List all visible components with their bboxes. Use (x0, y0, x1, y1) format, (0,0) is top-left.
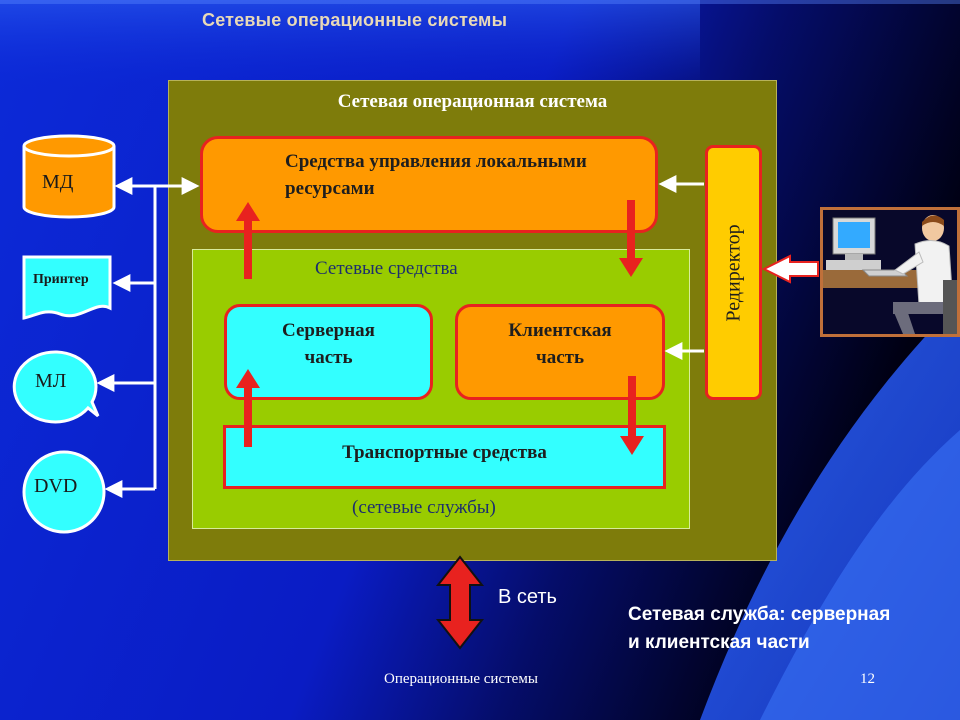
arrow-client-to-transport (620, 376, 644, 455)
local-resources-label: Средства управления локальными ресурсами (285, 151, 587, 199)
transport-box: Транспортные средства (223, 425, 666, 489)
local-resources-box: Средства управления локальными ресурсами (200, 136, 658, 233)
caption-line1: Сетевая служба: серверная (628, 604, 891, 625)
printer-label: Принтер (33, 272, 89, 287)
user-at-computer-icon (823, 210, 957, 334)
to-network-label: В сеть (498, 586, 557, 608)
caption: Сетевая служба: серверная и клиентская ч… (628, 601, 890, 657)
disk-label: МД (42, 171, 74, 193)
client-part-line1: Клиентская (508, 320, 612, 341)
user-picture-frame (820, 207, 960, 337)
slide-title: Сетевые операционные системы (202, 10, 508, 30)
network-means-label: Сетевые средства (315, 258, 458, 279)
tape-icon (12, 350, 100, 424)
footer-label: Операционные системы (384, 671, 538, 687)
tape-label: МЛ (35, 370, 67, 392)
dvd-label: DVD (34, 475, 78, 497)
user-to-redirector-arrow (761, 254, 819, 284)
dvd-icon (22, 450, 106, 534)
arrow-transport-to-server (236, 369, 260, 447)
client-part-label: Клиентская часть (458, 317, 662, 371)
caption-line2: и клиентская части (628, 632, 810, 653)
transport-label: Транспортные средства (342, 442, 547, 463)
client-part-line2: часть (535, 347, 585, 368)
printer-icon (22, 255, 112, 320)
network-services-label: (сетевые службы) (352, 497, 496, 518)
device-connectors (96, 177, 200, 498)
server-part-box: Серверная часть (224, 304, 433, 400)
disk-icon (22, 134, 116, 219)
server-part-line2: часть (304, 347, 353, 368)
server-part-label: Серверная часть (227, 317, 430, 371)
server-part-line1: Серверная (282, 320, 375, 341)
arrow-server-to-local (236, 202, 260, 279)
to-network-double-arrow (435, 555, 485, 650)
page-number: 12 (860, 671, 875, 687)
network-os-title: Сетевая операционная система (337, 91, 608, 112)
arrow-local-to-client (619, 200, 643, 277)
red-flow-arrows (236, 200, 644, 455)
redirector-box: Редиректор (705, 145, 762, 400)
